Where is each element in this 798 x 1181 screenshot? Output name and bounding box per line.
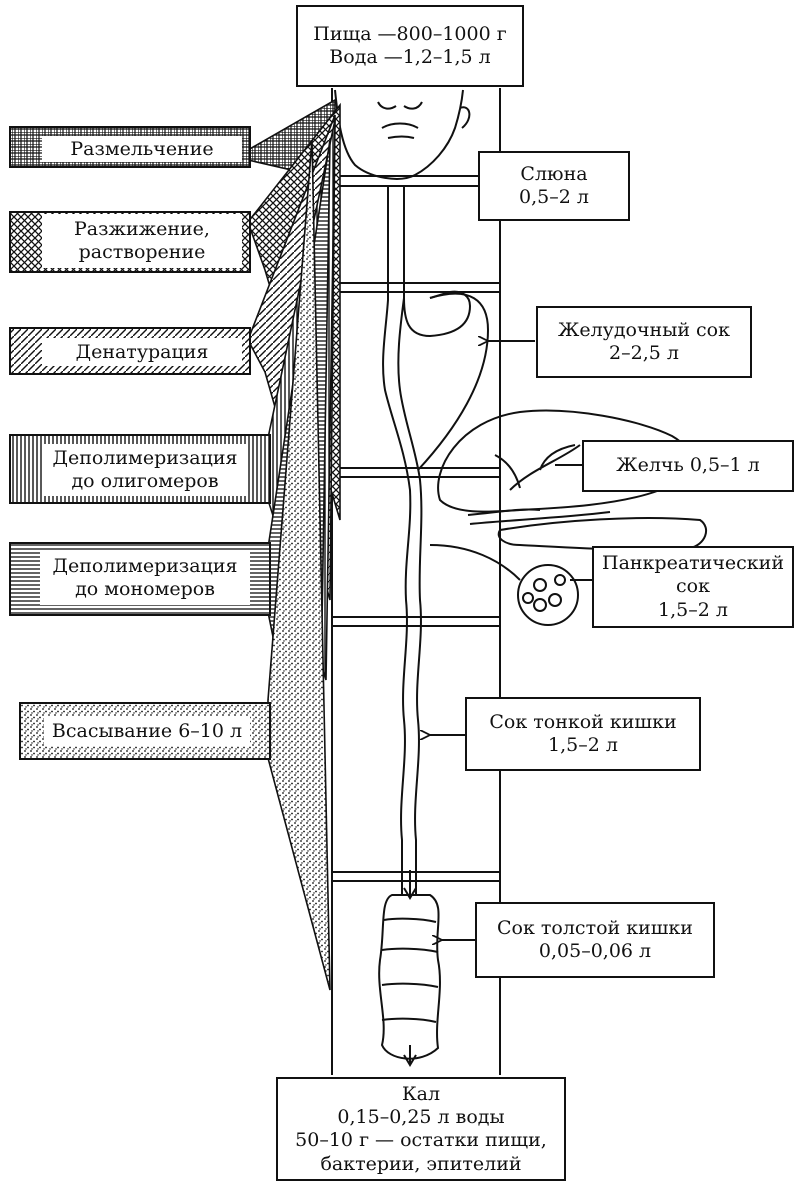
head-sketch [335, 90, 469, 179]
process-label-liquefaction: Разжижение, растворение [42, 214, 242, 268]
pancreatic-juice-box: Панкреатический сок 1,5–2 л [592, 546, 794, 628]
gastric-juice-box: Желудочный сок 2–2,5 л [536, 306, 752, 378]
process-label-grinding: Размельчение [42, 136, 242, 162]
process-label-monomers: Деполимеризация до мономеров [40, 551, 250, 605]
feces-box: Кал 0,15–0,25 л воды 50–10 г — остатки п… [276, 1077, 566, 1181]
bile-box: Желчь 0,5–1 л [582, 440, 794, 492]
secretion-arrows [430, 341, 592, 940]
food-amount: Пища —800–1000 г [313, 23, 506, 46]
small-intestine-juice-box: Сок тонкой кишки 1,5–2 л [465, 697, 701, 771]
process-label-denaturation: Денатурация [42, 338, 242, 366]
process-label-absorption: Всасывание 6–10 л [44, 716, 250, 746]
large-intestine-juice-box: Сок толстой кишки 0,05–0,06 л [475, 902, 715, 978]
food-intake-box: Пища —800–1000 г Вода —1,2–1,5 л [296, 5, 524, 87]
saliva-box: Слюна 0,5–2 л [478, 151, 630, 221]
water-amount: Вода —1,2–1,5 л [329, 46, 491, 69]
process-label-oligomers: Деполимеризация до олигомеров [42, 444, 248, 496]
